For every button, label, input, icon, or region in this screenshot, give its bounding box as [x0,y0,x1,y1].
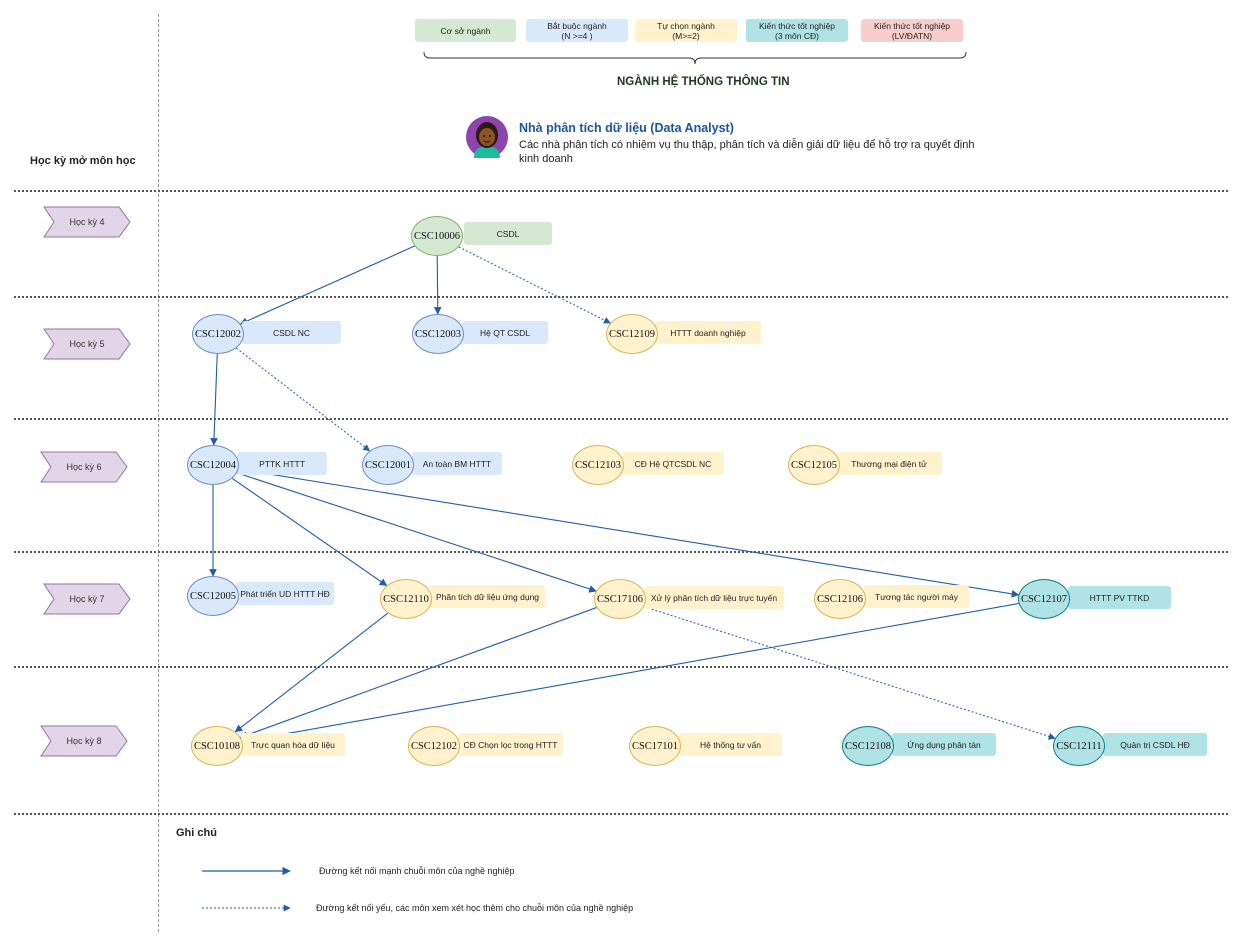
semester-tag-label: Học kỳ 4 [69,217,105,227]
course-label-csc12109: HTTT doanh nghiệp [655,321,761,344]
semester-tag-label: Học kỳ 8 [66,736,102,746]
edge-n5-n10 [231,477,388,587]
semester-tag-7: Học kỳ 7 [43,583,131,615]
course-node-csc12111[interactable]: CSC12111 [1053,726,1105,766]
edge-n13-n14 [241,602,1019,745]
legend-bat-buoc-nganh: Bắt buộc ngành (N >=4 ) [526,19,628,42]
row-divider-4 [14,551,1228,553]
edge-n10-n14 [234,612,389,733]
course-label-csc12107: HTTT PV TTKD [1068,586,1171,609]
legend-kien-thuc-tot-nghiep-lv: Kiến thức tốt nghiệp (LV/ĐATN) [861,19,963,42]
edge-n1-n2 [239,245,415,325]
edge-n2-n6 [236,347,371,452]
course-node-csc12005[interactable]: CSC12005 [187,576,239,616]
row-divider-3 [14,418,1228,420]
course-label-csc12003: Hệ QT CSDL [462,321,548,344]
semester-column-header: Học kỳ mở môn học [30,155,136,167]
notes-title: Ghi chú [176,827,217,839]
major-title: NGÀNH HỆ THỐNG THÔNG TIN [617,76,790,88]
edge-n1-n4 [458,246,611,324]
legend-brace [423,52,967,64]
weak-link-note: Đường kết nối yếu, các môn xem xét học t… [316,903,634,913]
course-node-csc17106[interactable]: CSC17106 [594,579,646,619]
course-node-csc12110[interactable]: CSC12110 [380,579,432,619]
course-label-csc12108: Ứng dụng phân tán [892,733,996,756]
course-label-csc12005: Phát triển UD HTTT HĐ [236,582,334,605]
edge-n11-n14 [239,607,597,739]
weak-link-legend-arrow [202,904,291,912]
course-node-csc10108[interactable]: CSC10108 [191,726,243,766]
course-node-csc12109[interactable]: CSC12109 [606,314,658,354]
course-node-csc17101[interactable]: CSC17101 [629,726,681,766]
course-node-csc12107[interactable]: CSC12107 [1018,579,1070,619]
row-divider-5 [14,666,1228,668]
course-label-csc12106: Tương tác người máy [864,585,969,608]
course-node-csc10006[interactable]: CSC10006 [411,216,463,256]
course-label-csc12004: PTTK HTTT [237,452,327,475]
row-divider-6 [14,813,1228,815]
course-label-csc12110: Phân tích dữ liệu ứng dụng [430,585,545,608]
course-label-csc12111: Quản trị CSDL HĐ [1103,733,1207,756]
edge-n11-n18 [643,606,1056,740]
course-label-csc12105: Thương mại điện tử [836,452,942,475]
person-avatar-icon [466,116,508,158]
legend-co-so-nganh: Cơ sở ngành [415,19,516,42]
course-node-csc12004[interactable]: CSC12004 [187,445,239,485]
semester-tag-4: Học kỳ 4 [43,206,131,238]
row-divider-1 [14,190,1228,192]
course-node-csc12002[interactable]: CSC12002 [192,314,244,354]
course-node-csc12106[interactable]: CSC12106 [814,579,866,619]
course-node-csc12103[interactable]: CSC12103 [572,445,624,485]
course-node-csc12003[interactable]: CSC12003 [412,314,464,354]
course-node-csc12001[interactable]: CSC12001 [362,445,414,485]
course-node-csc12102[interactable]: CSC12102 [408,726,460,766]
semester-tag-5: Học kỳ 5 [43,328,131,360]
edge-n5-n11 [236,472,597,593]
course-label-csc17101: Hệ thống tư vấn [679,733,782,756]
semester-tag-label: Học kỳ 7 [69,594,105,604]
legend-kien-thuc-tot-nghiep-cd: Kiến thức tốt nghiệp (3 môn CĐ) [746,19,848,42]
course-label-csc10006: CSDL [464,222,552,245]
semester-tag-label: Học kỳ 6 [66,462,102,472]
course-label-csc12002: CSDL NC [242,321,341,344]
legend-tu-chon-nganh: Tự chọn ngành (M>=2) [635,19,737,42]
strong-link-note: Đường kết nối mạnh chuỗi môn của nghề ng… [319,866,515,876]
persona-description: Các nhà phân tích có nhiệm vụ thu thập, … [519,139,975,165]
course-node-csc12108[interactable]: CSC12108 [842,726,894,766]
course-label-csc17106: Xử lý phân tích dữ liệu trực tuyến [644,586,784,609]
course-node-csc12105[interactable]: CSC12105 [788,445,840,485]
course-label-csc12103: CĐ Hệ QTCSDL NC [622,452,724,475]
semester-tag-label: Học kỳ 5 [69,339,105,349]
edge-n2-n5 [210,353,218,446]
row-divider-2 [14,296,1228,298]
course-label-csc10108: Trực quan hóa dữ liệu [241,733,345,756]
course-label-csc12001: An toàn BM HTTT [412,452,502,475]
edge-n5-n13 [238,468,1020,598]
course-label-csc12102: CĐ Chọn lọc trong HTTT [458,733,563,756]
semester-tag-6: Học kỳ 6 [40,451,128,483]
semester-tag-8: Học kỳ 8 [40,725,128,757]
semester-column-divider [158,14,159,932]
strong-link-legend-arrow [202,866,291,876]
edge-n1-n3 [433,255,442,315]
persona-title: Nhà phân tích dữ liệu (Data Analyst) [519,121,734,135]
